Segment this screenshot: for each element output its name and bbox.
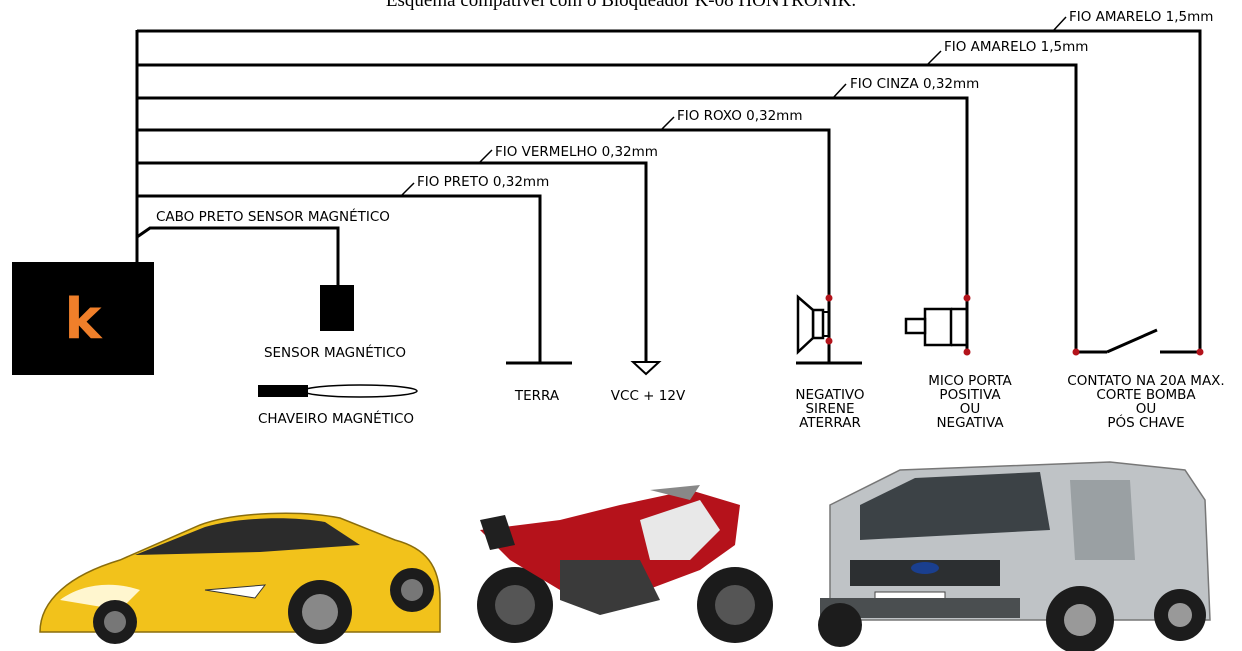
wire-label: FIO ROXO 0,32mm [677, 108, 802, 124]
siren-icon [796, 294, 862, 365]
door-actuator-icon [904, 294, 971, 356]
contact-label-4: PÓS CHAVE [1107, 413, 1184, 431]
motorcycle-icon [477, 485, 773, 643]
wire-sensor: CABO PRETO SENSOR MAGNÉTICO [136, 208, 390, 285]
contact-label-3: OU [1136, 401, 1157, 417]
wire-vermelho: FIO VERMELHO 0,32mm [137, 144, 658, 362]
device-logo: k [64, 287, 103, 352]
ground-label: TERRA [514, 388, 560, 404]
siren-label-1: NEGATIVO [795, 387, 864, 403]
magnetic-sensor-icon [320, 285, 354, 331]
vcc-label: VCC + 12V [611, 388, 686, 404]
actuator-label-1: MICO PORTA [928, 373, 1012, 389]
wire-label: FIO VERMELHO 0,32mm [495, 144, 658, 160]
actuator-label-2: POSITIVA [939, 387, 1001, 403]
blocker-device: k [12, 262, 154, 375]
wire-amarelo-2: FIO AMARELO 1,5mm [137, 39, 1088, 352]
wire-label: FIO AMARELO 1,5mm [944, 39, 1088, 55]
actuator-label-3: OU [960, 401, 981, 417]
switch-contact-icon [1072, 328, 1204, 356]
wire-roxo: FIO ROXO 0,32mm [137, 108, 831, 300]
actuator-label-4: NEGATIVA [936, 415, 1004, 431]
wire-label: CABO PRETO SENSOR MAGNÉTICO [156, 208, 390, 225]
wire-preto: FIO PRETO 0,32mm [137, 174, 549, 362]
wire-label: FIO AMARELO 1,5mm [1069, 9, 1213, 25]
wire-label: FIO PRETO 0,32mm [417, 174, 549, 190]
magnetic-keychain-icon [258, 384, 418, 398]
vcc-arrow-icon [630, 361, 662, 376]
wire-amarelo-1: FIO AMARELO 1,5mm [137, 9, 1213, 352]
contact-label-2: CORTE BOMBA [1096, 387, 1196, 403]
van-icon [818, 461, 1211, 651]
siren-label-2: SIRENE [805, 401, 854, 417]
sensor-label: SENSOR MAGNÉTICO [264, 344, 406, 361]
wire-cinza: FIO CINZA 0,32mm [137, 76, 979, 352]
diagram-title: Esquema compatível com o Bloqueador K-08… [386, 0, 856, 11]
wire-label: FIO CINZA 0,32mm [850, 76, 979, 92]
contact-label-1: CONTATO NA 20A MAX. [1067, 373, 1224, 389]
keychain-label: CHAVEIRO MAGNÉTICO [258, 410, 414, 427]
car-icon [39, 512, 441, 644]
siren-label-3: ATERRAR [799, 415, 861, 431]
